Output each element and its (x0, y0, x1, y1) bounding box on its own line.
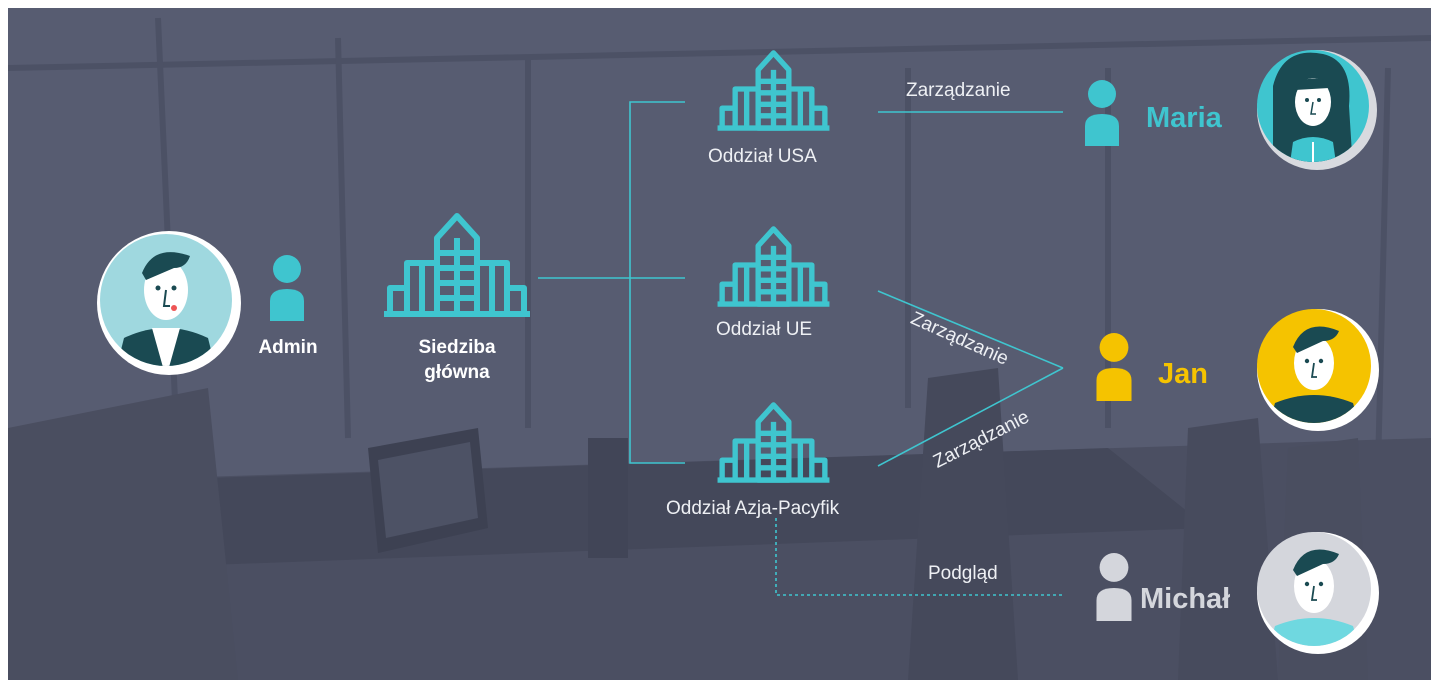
eu-jan-edge (877, 290, 1064, 369)
apac-michal-edge (775, 518, 1063, 596)
maria-avatar (1253, 46, 1377, 170)
edge-label-apac-michal: Podgląd (928, 563, 998, 584)
branch-usa-label: Oddział USA (708, 146, 817, 167)
headquarters-label-line-1: Siedziba (418, 337, 496, 358)
admin-person-icon (270, 255, 304, 321)
headquarters-label: Siedziba główna (392, 335, 522, 385)
michal-person-icon (1095, 553, 1133, 621)
headquarters-building-icon (382, 208, 532, 318)
edge-label-usa-maria: Zarządzanie (906, 80, 1011, 101)
jan-avatar (1253, 305, 1379, 431)
admin-avatar (94, 228, 244, 378)
branch-bracket (629, 101, 685, 464)
admin-label: Admin (258, 337, 318, 358)
branch-apac-building-icon (716, 398, 831, 484)
michal-avatar (1253, 528, 1379, 654)
maria-name: Maria (1146, 102, 1222, 134)
jan-name: Jan (1158, 358, 1208, 390)
maria-person-icon (1083, 80, 1121, 146)
branch-eu-label: Oddział UE (716, 319, 813, 340)
branch-apac-label: Oddział Azja-Pacyfik (666, 498, 840, 519)
diagram-canvas: Admin Siedziba główna (8, 8, 1431, 680)
michal-name: Michał (1140, 583, 1231, 615)
apac-jan-edge (877, 367, 1064, 467)
branch-eu-building-icon (716, 222, 831, 308)
connector-layer (538, 101, 1064, 596)
branch-usa-building-icon (716, 46, 831, 132)
jan-person-icon (1095, 333, 1133, 401)
headquarters-label-line-2: główna (424, 362, 490, 383)
